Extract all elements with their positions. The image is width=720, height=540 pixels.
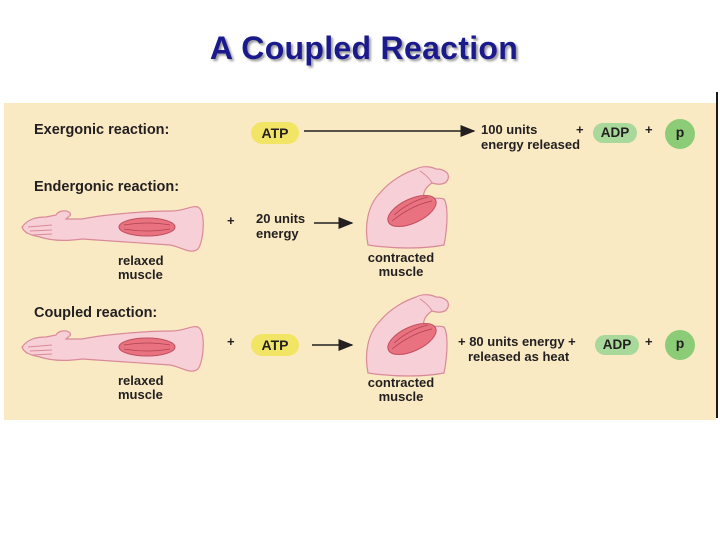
endergonic-relaxed-label-line2: muscle bbox=[118, 267, 163, 282]
coupled-relaxed-label-line2: muscle bbox=[118, 387, 163, 402]
coupled-plus-1: + bbox=[227, 334, 235, 349]
coupled-energy-line1: + 80 units energy + bbox=[458, 334, 576, 349]
exergonic-adp-pill: ADP bbox=[593, 123, 637, 143]
reaction-diagram-panel: Exergonic reaction: ATP 100 units energy… bbox=[4, 103, 716, 420]
right-edge-rule bbox=[716, 92, 718, 418]
endergonic-relaxed-arm-illustration bbox=[21, 205, 204, 252]
coupled-plus-2: + bbox=[645, 334, 653, 349]
exergonic-plus-2: + bbox=[645, 122, 653, 137]
coupled-relaxed-arm-illustration bbox=[21, 325, 204, 372]
coupled-relaxed-label-line1: relaxed bbox=[118, 373, 164, 388]
endergonic-energy-line1: 20 units bbox=[256, 211, 306, 226]
exergonic-phosphate-circle: p bbox=[665, 119, 695, 149]
endergonic-heading: Endergonic reaction: bbox=[34, 179, 180, 195]
endergonic-energy-line2: energy bbox=[256, 226, 299, 241]
endergonic-contracted-arm-illustration bbox=[365, 166, 449, 249]
exergonic-energy-line1: 100 units bbox=[481, 122, 538, 137]
diagram-graphics bbox=[21, 125, 476, 377]
coupled-contracted-arm-illustration bbox=[365, 294, 449, 377]
exergonic-plus-1: + bbox=[576, 122, 584, 137]
coupled-heading: Coupled reaction: bbox=[34, 305, 158, 321]
coupled-atp-pill: ATP bbox=[251, 334, 299, 356]
coupled-contracted-label-line1: contracted bbox=[367, 375, 435, 390]
exergonic-atp-pill: ATP bbox=[251, 122, 299, 144]
coupled-energy-line2: released as heat bbox=[468, 349, 570, 364]
coupled-contracted-label-line2: muscle bbox=[378, 389, 424, 404]
endergonic-contracted-label-line1: contracted bbox=[367, 250, 435, 265]
coupled-adp-pill: ADP bbox=[595, 335, 639, 355]
coupled-phosphate-circle: p bbox=[665, 330, 695, 360]
endergonic-plus: + bbox=[227, 213, 235, 228]
exergonic-heading: Exergonic reaction: bbox=[34, 122, 170, 138]
endergonic-relaxed-label-line1: relaxed bbox=[118, 253, 164, 268]
endergonic-contracted-label-line2: muscle bbox=[378, 264, 424, 279]
exergonic-energy-line2: energy released bbox=[481, 137, 581, 152]
slide-title: A Coupled Reaction bbox=[209, 30, 519, 66]
